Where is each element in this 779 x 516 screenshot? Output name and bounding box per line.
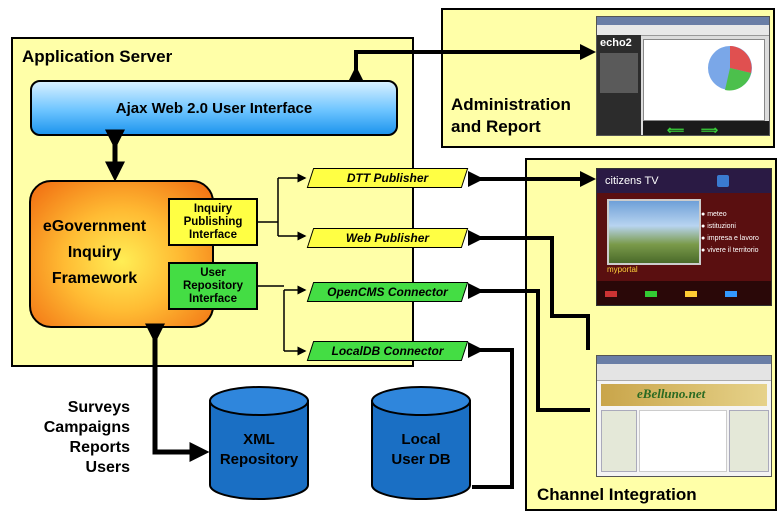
xml-repo-line2: Repository — [219, 451, 299, 468]
admin-label-line2: and Report — [451, 117, 541, 136]
tv-item-istituzioni: istituzioni — [707, 223, 736, 230]
opencms-connector: OpenCMS Connector — [310, 282, 465, 302]
publishing-interface-line2: Publishing — [183, 216, 243, 228]
repository-interface-line1: User — [200, 267, 226, 279]
admin-screenshot: echo2 ⟸ ⟹ — [596, 16, 770, 136]
web-publisher: Web Publisher — [310, 228, 465, 248]
channel-integration-title: Channel Integration — [537, 485, 697, 504]
xml-repo-line1: XML — [243, 431, 275, 448]
publishing-interface-line1: Inquiry — [193, 203, 233, 215]
xml-repository-cylinder — [209, 386, 309, 500]
publishing-interface-line3: Interface — [189, 229, 237, 241]
localdb-connector-label: LocalDB Connector — [331, 344, 444, 358]
local-user-db-cylinder — [371, 386, 471, 500]
xml-repository-label: XML Repository — [208, 430, 310, 470]
repository-interface-line2: Repository — [182, 280, 244, 292]
list-item-surveys: Surveys — [67, 399, 130, 416]
ajax-ui-label: Ajax Web 2.0 User Interface — [115, 99, 313, 117]
web-publisher-label: Web Publisher — [345, 231, 430, 245]
tv-brand: citizens TV — [605, 175, 659, 187]
repository-interface-line3: Interface — [189, 293, 237, 305]
web-screenshot: eBelluno.net — [596, 355, 772, 477]
opencms-connector-label: OpenCMS Connector — [327, 285, 448, 299]
pie-chart-icon — [708, 46, 752, 91]
admin-label: Administration and Report — [451, 94, 571, 138]
local-user-db-label: Local User DB — [370, 430, 472, 470]
tv-item-impresa: impresa e lavoro — [707, 235, 759, 242]
localdb-connector: LocalDB Connector — [310, 341, 465, 361]
ajax-ui-bar: Ajax Web 2.0 User Interface — [30, 80, 398, 136]
framework-line1: eGovernment — [42, 218, 147, 235]
web-brand: eBelluno.net — [637, 386, 706, 401]
list-item-reports: Reports — [69, 439, 130, 456]
local-db-line2: User DB — [391, 451, 451, 468]
framework-label: eGovernment Inquiry Framework — [32, 214, 157, 292]
framework-line3: Framework — [51, 270, 138, 287]
list-item-users: Users — [85, 459, 130, 476]
tv-screenshot: citizens TV ● meteo ● istituzioni ● impr… — [596, 168, 772, 306]
framework-line2: Inquiry — [67, 244, 122, 261]
tv-item-meteo: meteo — [707, 211, 727, 218]
data-types-list: Surveys Campaigns Reports Users — [28, 398, 130, 478]
publishing-interface-box: Inquiry Publishing Interface — [168, 198, 258, 246]
list-item-campaigns: Campaigns — [43, 419, 130, 436]
echo2-logo: echo2 — [600, 37, 632, 49]
repository-interface-box: User Repository Interface — [168, 262, 258, 310]
local-db-line1: Local — [401, 431, 441, 448]
dtt-publisher-label: DTT Publisher — [346, 171, 429, 185]
tv-footer: myportal — [607, 265, 638, 274]
admin-label-line1: Administration — [451, 95, 571, 114]
application-server-title: Application Server — [22, 47, 173, 66]
dtt-publisher: DTT Publisher — [310, 168, 465, 188]
tv-item-territorio: vivere il territorio — [707, 247, 759, 254]
